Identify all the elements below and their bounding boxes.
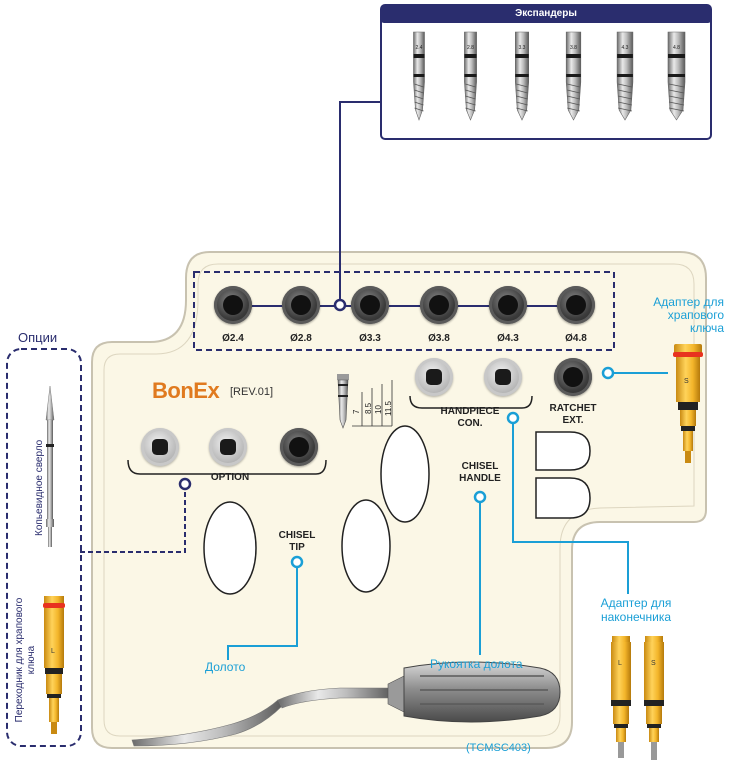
chisel-handle-label: CHISEL HANDLE [459,461,501,484]
expander-hole-3.8[interactable] [420,286,458,324]
options-connector-dot [178,477,192,491]
expander-hole-3.3[interactable] [351,286,389,324]
expanders-box [380,4,712,140]
options-title: Опции [18,330,58,345]
ratchet-ext-hole[interactable] [554,358,592,396]
ratchet-ext-label: RATCHET EXT. [549,403,597,426]
ratchet-adapter-mark: S [684,378,689,385]
depth-mark: 10 [374,405,383,414]
expander-connector-line [339,101,381,302]
expander-3.3: 3.3 [515,31,529,121]
expander-hole-2.8[interactable] [282,286,320,324]
handpiece-hole-1[interactable] [415,358,453,396]
diameter-label: Ø4.3 [497,333,519,344]
ratchet-ext-slot-lower [535,477,591,519]
ratchet-adapter-callout: Адаптер для храпового ключа [653,295,724,335]
expander-4.3: 4.3 [616,31,634,121]
revision-label: [REV.01] [230,386,274,398]
handpiece-label: HANDPIECE CON. [440,406,500,429]
options-adapter-image [43,596,65,734]
chisel-tip-slot [203,501,257,595]
ratchet-adapter-image [673,344,703,463]
chisel-handle-code: (TCMSC403) [466,742,531,754]
diameter-label: Ø4.8 [565,333,587,344]
expander-size-label: 4.8 [673,45,680,51]
options-connector-line [78,484,186,553]
expander-size-label: 3.8 [570,45,577,51]
expander-hole-4.3[interactable] [489,286,527,324]
spade-drill-label: Копьевидное сверло [34,439,45,536]
chisel-image [131,661,561,747]
expander-hole-2.4[interactable] [214,286,252,324]
chisel-tip-label: CHISEL TIP [278,530,316,553]
expanders-title: Экспандеры [515,8,577,19]
expander-size-label: 2.4 [416,45,423,51]
diameter-label: Ø2.4 [222,333,244,344]
handpiece-adapter-mark-l: L [618,660,622,667]
option-hole-1[interactable] [141,428,179,466]
depth-mark: 11.5 [384,401,393,416]
handpiece-adapters-image [611,636,664,760]
option-bracket [127,459,327,475]
diameter-label: Ø3.3 [359,333,381,344]
options-adapter-mark: L [51,648,55,655]
chisel-handle-slot-upper [380,425,430,523]
handpiece-hole-2[interactable] [484,358,522,396]
depth-mark: 7 [352,409,361,414]
chisel-handle-callout: Рукоятка долота [430,657,523,671]
option-label: OPTION [210,472,250,483]
expander-2.4: 2.4 [413,31,425,121]
chisel-callout: Долото [205,660,246,674]
handpiece-adapter-mark-s: S [651,660,656,667]
option-hole-2[interactable] [209,428,247,466]
expander-4.8: 4.8 [667,31,686,121]
options-dashed-box [6,348,82,747]
option-hole-3[interactable] [280,428,318,466]
callout-lines [227,372,668,660]
expander-hole-4.8[interactable] [557,286,595,324]
brand-logo: BonEx [152,378,220,403]
callout-dots [290,366,615,569]
chisel-handle-slot-lower [341,499,391,593]
expanders: 2.4 2.8 3.3 3.8 4.3 4.8 [413,31,686,121]
expander-3.8: 3.8 [565,31,582,121]
diameter-label: Ø3.8 [428,333,450,344]
expander-2.8: 2.8 [464,31,477,121]
expander-size-label: 2.8 [467,45,474,51]
diameter-label: Ø2.8 [290,333,312,344]
expander-size-label: 3.3 [519,45,526,51]
expander-size-label: 4.3 [622,45,629,51]
depth-mark: 8.5 [364,402,373,414]
depth-gauge [337,374,393,429]
handpiece-adapter-callout: Адаптер для наконечника [600,596,672,624]
expander-connector-dot [333,298,347,312]
ratchet-ext-slot-upper [535,431,591,471]
handpiece-bracket [409,395,533,409]
options-adapter-label: Переходник для храпового ключа [14,597,37,723]
diameter-row-dashed-box [193,271,615,351]
spade-drill-image [45,385,55,547]
